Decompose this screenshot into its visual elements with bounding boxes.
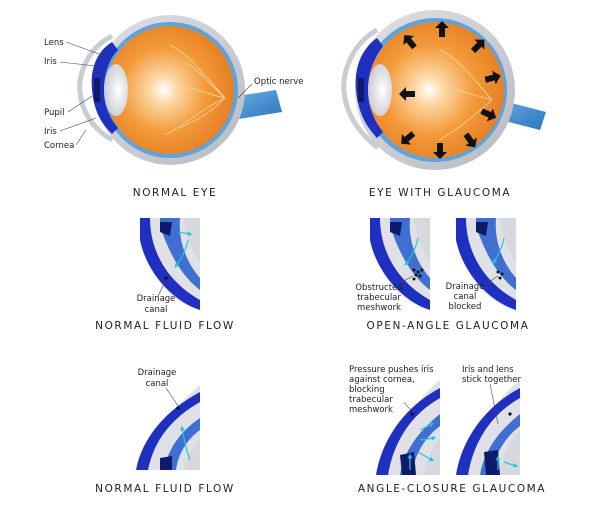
lens: [184, 440, 200, 470]
caption-open-angle-glaucoma: OPEN-ANGLE GLAUCOMA: [367, 320, 530, 332]
cornea: [341, 27, 380, 150]
label-blocked-2: canal: [454, 292, 477, 302]
lens: [414, 218, 430, 262]
fluid-path: [492, 237, 505, 264]
normal-fluid-flow-detail-1: [140, 218, 200, 310]
label-canal-2: canal: [146, 379, 169, 389]
label-pupil: Pupil: [44, 108, 64, 118]
iris: [91, 42, 118, 134]
cornea: [376, 388, 440, 475]
angle-closure-detail-right: [456, 380, 520, 475]
angle-closure-detail-left: [376, 380, 440, 475]
label-lens: Lens: [44, 38, 64, 48]
label-stick-1: Iris and lens: [462, 365, 514, 375]
label-obstructed-1: Obstructed: [355, 283, 402, 293]
cornea: [140, 218, 200, 310]
vitreous-body: [368, 22, 504, 158]
label-drainage-2: Drainage: [138, 368, 177, 378]
label-iris-bottom: Iris: [44, 127, 57, 137]
caption-eye-with-glaucoma: EYE WITH GLAUCOMA: [369, 187, 511, 199]
label-blocked-1: Drainage: [446, 282, 485, 292]
label-drainage-1: Drainage: [137, 294, 176, 304]
choroid: [164, 418, 200, 470]
cornea: [77, 33, 114, 143]
label-obstructed-2: trabecular: [357, 293, 401, 303]
obstruction-dots: [412, 268, 424, 281]
fluid-path: [177, 231, 193, 236]
label-pressure-2: against cornea,: [349, 375, 415, 385]
pressure-arrow: [470, 39, 485, 54]
normal-eye-illustration: [77, 15, 282, 165]
iris: [400, 452, 416, 475]
normal-fluid-flow-detail-2: [136, 385, 200, 470]
label-pressure-3: blocking: [349, 385, 385, 395]
vitreous-body: [106, 26, 234, 154]
lens: [368, 64, 392, 116]
pressure-arrow: [480, 108, 497, 122]
caption-normal-fluid-flow-1: NORMAL FLUID FLOW: [95, 320, 235, 332]
lens: [500, 218, 516, 262]
label-pressure-1: Pressure pushes iris: [349, 365, 434, 375]
label-canal-1: canal: [145, 305, 168, 315]
pressure-arrow: [399, 87, 415, 101]
drainage-canal-dot: [176, 406, 180, 410]
iris: [160, 456, 172, 470]
pressure-arrow: [463, 132, 477, 148]
label-pressure-5: meshwork: [349, 405, 393, 415]
lens: [104, 64, 128, 116]
sclera: [456, 218, 516, 310]
normal-eye-leader-lines: [59, 41, 253, 146]
caption-normal-eye: NORMAL EYE: [133, 187, 218, 199]
open-angle-detail-left: [370, 218, 430, 310]
retinal-vessels: [439, 49, 493, 141]
pupil: [94, 78, 100, 102]
label-optic-nerve: Optic nerve: [254, 77, 304, 87]
iris: [390, 222, 402, 236]
sclera: [140, 218, 200, 310]
fluid-path: [404, 237, 419, 266]
drainage-canal-dot: [410, 412, 414, 416]
lens: [424, 438, 440, 475]
fluid-path: [180, 425, 191, 461]
label-pressure-4: trabecular: [349, 395, 393, 405]
pressure-arrow: [435, 21, 449, 37]
cornea: [456, 218, 516, 310]
cornea: [370, 218, 430, 310]
fluid-path: [503, 461, 519, 468]
pressure-arrow: [403, 35, 417, 50]
drainage-canal-dot: [164, 276, 168, 280]
pressure-arrow: [401, 131, 416, 145]
label-blocked-3: blocked: [449, 302, 482, 312]
fluid-path: [417, 451, 435, 462]
retinal-vessels: [164, 44, 226, 136]
fluid-path: [419, 435, 437, 441]
iris: [476, 222, 488, 236]
caption-angle-closure-glaucoma: ANGLE-CLOSURE GLAUCOMA: [358, 483, 546, 495]
lens: [184, 218, 200, 262]
cornea: [136, 392, 200, 470]
pressure-arrows: [399, 21, 501, 159]
pressure-arrow: [433, 143, 447, 159]
label-obstructed-3: meshwork: [357, 303, 401, 313]
label-iris-top: Iris: [44, 57, 57, 67]
label-stick-2: stick together: [462, 375, 522, 385]
label-cornea: Cornea: [44, 141, 74, 151]
sclera: [370, 218, 430, 310]
fluid-path: [174, 239, 189, 268]
pupil: [358, 78, 364, 102]
iris: [160, 222, 172, 236]
fluid-path: [419, 422, 435, 431]
caption-normal-fluid-flow-2: NORMAL FLUID FLOW: [95, 483, 235, 495]
cornea: [456, 388, 520, 475]
iris: [355, 38, 383, 138]
open-angle-detail-right: [456, 218, 516, 310]
drainage-canal-dot: [508, 412, 512, 416]
pressure-arrow: [484, 70, 501, 85]
blocked-canal-dots: [496, 270, 504, 280]
